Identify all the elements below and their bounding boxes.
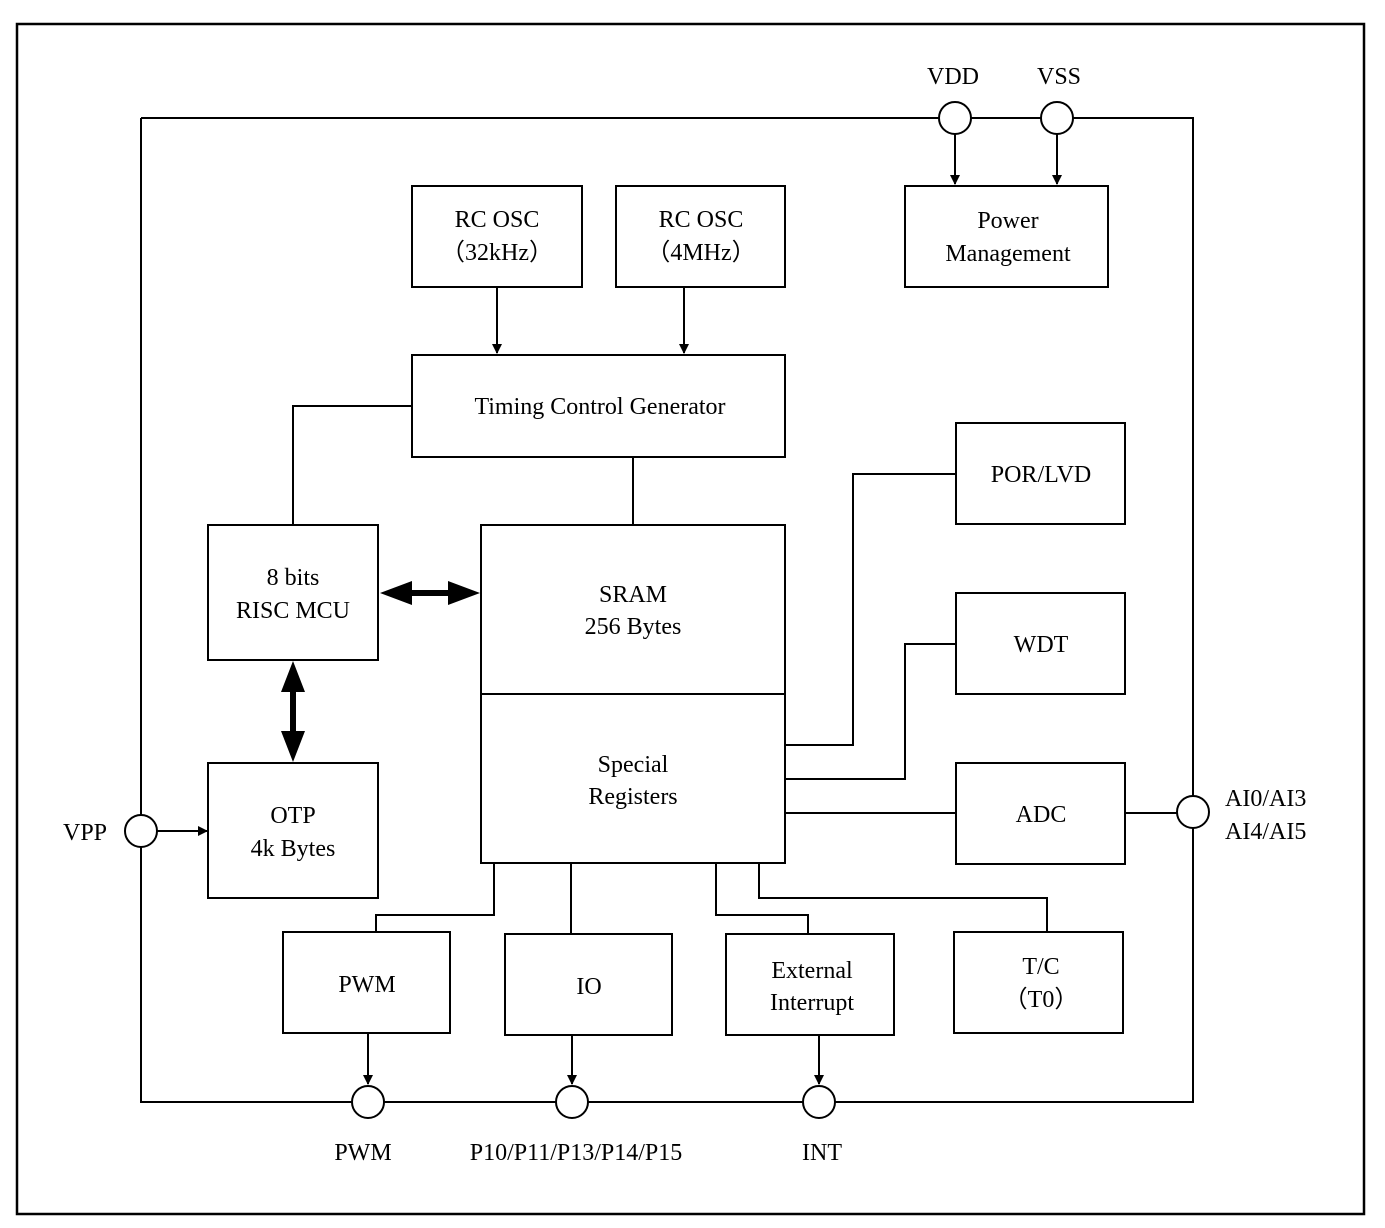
timer-counter-block: [953, 931, 1124, 1034]
external-interrupt-line2: Interrupt: [770, 990, 854, 1016]
rc-osc-32khz-line2: （32kHz）: [441, 240, 553, 266]
ai-label-line1: AI0/AI3: [1225, 786, 1306, 812]
rc-osc-32khz-line1: RC OSC: [455, 207, 540, 233]
special-registers-block: [480, 693, 786, 864]
mcu-sram-bidirectional-arrow: [380, 581, 480, 605]
rc-osc-32khz-block: [411, 185, 583, 288]
outer-frame: [15, 22, 1366, 1216]
power-management-line2: Management: [945, 241, 1071, 267]
special-registers-line1: Special: [598, 752, 669, 778]
pwm-block-label: PWM: [338, 972, 395, 998]
port-pin-label: P10/P11/P13/P14/P15: [470, 1140, 683, 1166]
int-pin: [802, 1085, 836, 1119]
rc-osc-4mhz-line1: RC OSC: [659, 207, 744, 233]
rc-osc-4mhz-block: [615, 185, 786, 288]
sfr-to-tc-wire: [758, 863, 1048, 932]
wdt-label: WDT: [1014, 632, 1069, 658]
timer-counter-line2: （T0）: [1004, 987, 1079, 1013]
io-block-label: IO: [576, 974, 601, 1000]
adc-label: ADC: [1016, 802, 1067, 828]
por-lvd-block: [955, 422, 1126, 525]
sfr-to-ext-int-wire: [715, 863, 809, 934]
otp-line2: 4k Bytes: [251, 836, 336, 862]
sram-line1: SRAM: [599, 582, 667, 608]
rc-osc-4mhz-line2: （4MHz）: [646, 240, 755, 266]
power-management-block: [904, 185, 1109, 288]
special-registers-line2: Registers: [588, 784, 677, 810]
sfr-to-por-lvd-wire: [785, 473, 956, 746]
pwm-block: [282, 931, 451, 1034]
timing-control-generator-label: Timing Control Generator: [474, 394, 725, 420]
external-interrupt-line1: External: [771, 958, 853, 984]
int-pin-label: INT: [802, 1140, 842, 1166]
adc-block: [955, 762, 1126, 865]
vss-pin: [1040, 101, 1074, 135]
chip-boundary: [140, 117, 1194, 1103]
timer-counter-line1: T/C: [1022, 954, 1059, 980]
port-pin: [555, 1085, 589, 1119]
sfr-to-wdt-wire: [785, 643, 956, 780]
power-management-line1: Power: [977, 208, 1038, 234]
risc-mcu-block: [207, 524, 379, 661]
por-lvd-label: POR/LVD: [991, 462, 1091, 488]
sram-line2: 256 Bytes: [585, 614, 682, 640]
otp-block: [207, 762, 379, 899]
vss-label: VSS: [1037, 64, 1081, 90]
timing-to-mcu-wire: [292, 405, 412, 525]
vpp-pin: [124, 814, 158, 848]
pwm-pin: [351, 1085, 385, 1119]
otp-line1: OTP: [270, 803, 315, 829]
ai-label-line2: AI4/AI5: [1225, 819, 1306, 845]
sfr-to-pwm-wire: [375, 863, 495, 932]
risc-mcu-line2: RISC MCU: [236, 598, 350, 624]
sram-block: [480, 524, 786, 695]
ai-pin: [1176, 795, 1210, 829]
vdd-pin: [938, 101, 972, 135]
risc-mcu-line1: 8 bits: [267, 565, 320, 591]
external-interrupt-block: [725, 933, 895, 1036]
pwm-pin-label: PWM: [334, 1140, 391, 1166]
vdd-label: VDD: [927, 64, 979, 90]
mcu-otp-bidirectional-arrow: [281, 661, 305, 762]
io-block: [504, 933, 673, 1036]
vpp-label: VPP: [63, 820, 107, 846]
wdt-block: [955, 592, 1126, 695]
